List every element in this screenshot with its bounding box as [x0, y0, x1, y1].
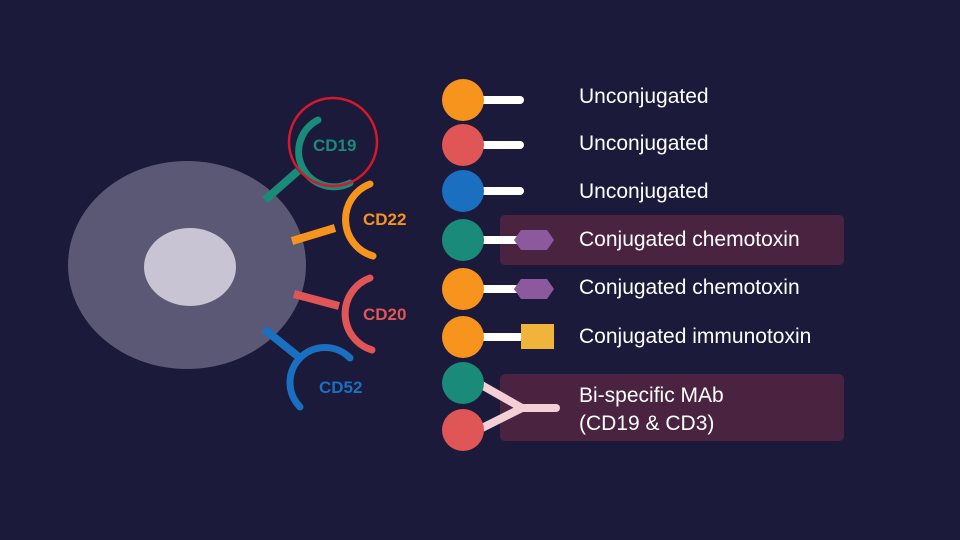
antibody-head — [442, 219, 484, 261]
bispecific-head-cd19 — [442, 362, 484, 404]
antibody-chemotoxin-orange — [442, 268, 554, 310]
cd19-highlight-circle — [287, 96, 379, 188]
chemotoxin-hexagon-icon — [514, 279, 554, 299]
immunotoxin-square-icon — [521, 324, 554, 349]
antibody-label: Unconjugated — [579, 180, 709, 203]
antibody-label: Unconjugated — [579, 132, 709, 155]
receptor-label-cd20: CD20 — [363, 305, 406, 324]
bispecific-label-line2: (CD19 & CD3) — [579, 412, 715, 435]
antibody-unconjugated-blue — [442, 170, 524, 212]
receptor-label-cd19: CD19 — [313, 136, 356, 155]
cell-nucleus — [144, 228, 236, 306]
receptor-label-cd52: CD52 — [319, 378, 362, 397]
receptor-cd22: CD22 — [290, 180, 406, 260]
receptor-cd19: CD19 — [262, 96, 379, 204]
antibody-unconjugated-orange — [442, 79, 524, 121]
antibody-chemotoxin-teal — [442, 219, 554, 261]
antibody-label: Unconjugated — [579, 85, 709, 108]
antibody-head — [442, 316, 484, 358]
chemotoxin-hexagon-icon — [514, 230, 554, 250]
antibody-immunotoxin-orange — [442, 316, 554, 358]
antibody-head — [442, 79, 484, 121]
receptor-cd52: CD52 — [261, 325, 362, 411]
receptor-label-cd22: CD22 — [363, 210, 406, 229]
bispecific-head-cd3 — [442, 409, 484, 451]
antibody-head — [442, 268, 484, 310]
antibody-unconjugated-red — [442, 124, 524, 166]
antibody-bispecific — [442, 362, 560, 451]
highlight-box-chemotoxin — [500, 215, 844, 265]
antibody-label: Conjugated immunotoxin — [579, 325, 812, 348]
b-cell — [68, 161, 306, 369]
antibody-head — [442, 170, 484, 212]
antibody-label: Conjugated chemotoxin — [579, 228, 800, 251]
antibody-head — [442, 124, 484, 166]
bispecific-label-line1: Bi-specific MAb — [579, 384, 724, 407]
receptor-cd20: CD20 — [292, 274, 406, 354]
antibody-label: Conjugated chemotoxin — [579, 276, 800, 299]
